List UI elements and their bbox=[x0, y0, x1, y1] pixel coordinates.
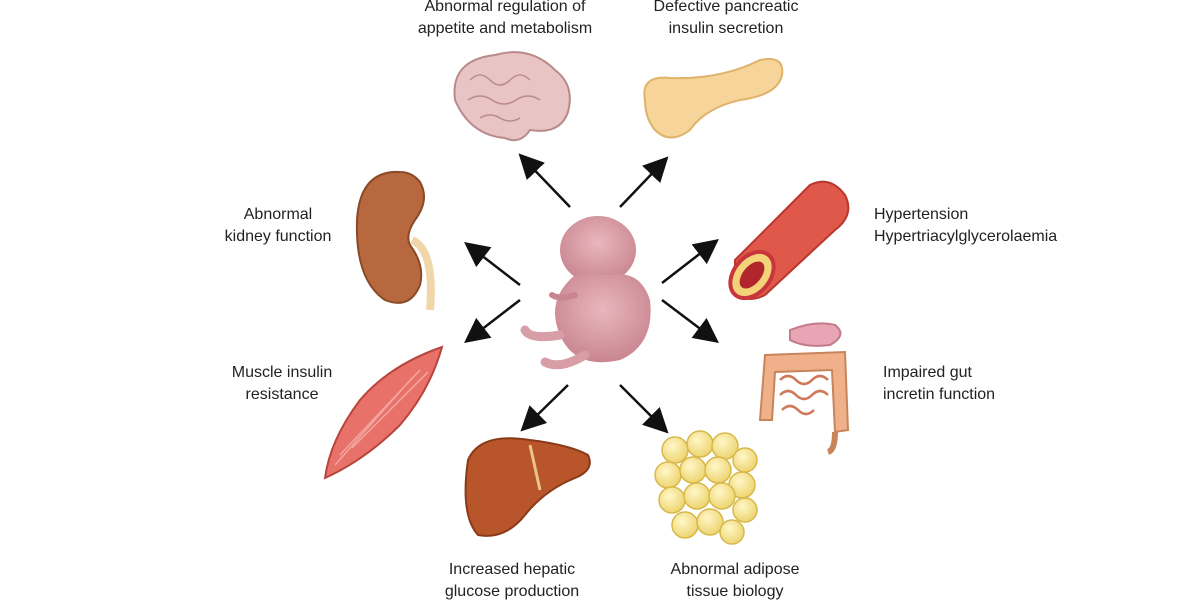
arrow-adipose bbox=[619, 384, 669, 434]
label-liver: Increased hepatic glucose production bbox=[445, 559, 579, 600]
label-line: incretin function bbox=[883, 386, 996, 403]
arrow-brain bbox=[518, 153, 571, 208]
label-kidney: Abnormal kidney function bbox=[225, 204, 332, 248]
label-line: insulin secretion bbox=[668, 20, 784, 37]
pancreas-illustration bbox=[643, 58, 784, 139]
arrow-vessel bbox=[661, 238, 719, 284]
arrow-pancreas bbox=[619, 156, 669, 208]
label-line: Abnormal adipose bbox=[670, 561, 800, 578]
adipose-illustration bbox=[654, 430, 758, 545]
fetus-illustration bbox=[520, 216, 651, 370]
label-line: Increased hepatic bbox=[448, 561, 576, 578]
arrow-gut bbox=[661, 299, 719, 344]
label-line: Muscle insulin bbox=[231, 364, 333, 381]
arrows bbox=[464, 153, 719, 434]
label-line: tissue biology bbox=[686, 583, 784, 600]
label-line: Abnormal regulation of bbox=[424, 0, 586, 15]
arrow-muscle bbox=[464, 299, 521, 344]
liver-illustration bbox=[464, 437, 591, 537]
label-line: resistance bbox=[245, 386, 319, 403]
label-line: Impaired gut bbox=[883, 364, 972, 381]
label-line: Defective pancreatic bbox=[653, 0, 799, 15]
kidney-illustration bbox=[355, 170, 435, 311]
arrow-kidney bbox=[464, 241, 521, 286]
label-line: kidney function bbox=[224, 228, 332, 245]
label-brain: Abnormal regulation of appetite and meta… bbox=[418, 0, 592, 40]
label-muscle: Muscle insulin resistance bbox=[232, 362, 332, 406]
label-gut: Impaired gut incretin function bbox=[883, 362, 995, 406]
label-line: Abnormal bbox=[243, 206, 313, 223]
label-line: Hypertriacylglycerolaemia bbox=[874, 228, 1058, 245]
label-adipose: Abnormal adipose tissue biology bbox=[671, 559, 800, 600]
brain-illustration bbox=[453, 51, 571, 142]
gut-illustration bbox=[758, 322, 850, 455]
label-pancreas: Defective pancreatic insulin secretion bbox=[654, 0, 799, 40]
blood-vessel-illustration bbox=[728, 180, 850, 301]
label-line: appetite and metabolism bbox=[417, 20, 593, 37]
muscle-illustration bbox=[323, 345, 444, 480]
label-vessel: Hypertension Hypertriacylglycerolaemia bbox=[874, 204, 1057, 248]
label-line: Hypertension bbox=[874, 206, 969, 223]
label-line: glucose production bbox=[444, 583, 580, 600]
arrow-liver bbox=[520, 384, 569, 432]
